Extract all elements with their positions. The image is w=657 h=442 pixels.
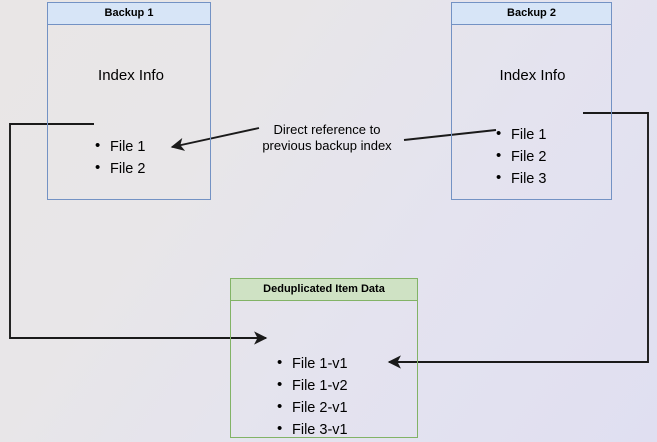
node-backup1-header: Backup 1 [48,3,210,25]
list-item: File 3 [495,167,546,190]
list-item: File 3-v1 [276,418,348,441]
dedup-file-list: File 1-v1 File 1-v2 File 2-v1 File 3-v1 [276,352,348,441]
list-item: File 2-v1 [276,396,348,419]
list-item: File 1-v1 [276,352,348,375]
list-item: File 2 [94,157,145,180]
node-deduplicated-item-data[interactable]: Deduplicated Item Data File 1-v1 File 1-… [230,278,418,440]
list-item: File 1 [94,135,145,158]
node-backup1[interactable]: Backup 1 Index Info File 1 File 2 [47,2,211,200]
node-backup2-header: Backup 2 [452,3,611,25]
node-backup2-body: Index Info File 1 File 2 File 3 [452,25,611,199]
node-backup2[interactable]: Backup 2 Index Info File 1 File 2 File 3 [451,2,612,200]
node-backup1-body: Index Info File 1 File 2 [48,25,210,199]
list-item: File 1 [495,123,546,146]
list-item: File 2 [495,145,546,168]
edge-caption: Direct reference to previous backup inde… [262,122,392,153]
backup1-index-info-label: Index Info [98,67,164,84]
backup1-file-list: File 1 File 2 [94,135,145,180]
list-item: File 1-v2 [276,374,348,397]
backup2-index-info-label: Index Info [499,67,566,84]
node-dedup-header: Deduplicated Item Data [231,279,417,301]
backup2-file-list: File 1 File 2 File 3 [495,123,546,190]
node-dedup-body: File 1-v1 File 1-v2 File 2-v1 File 3-v1 [231,301,417,440]
